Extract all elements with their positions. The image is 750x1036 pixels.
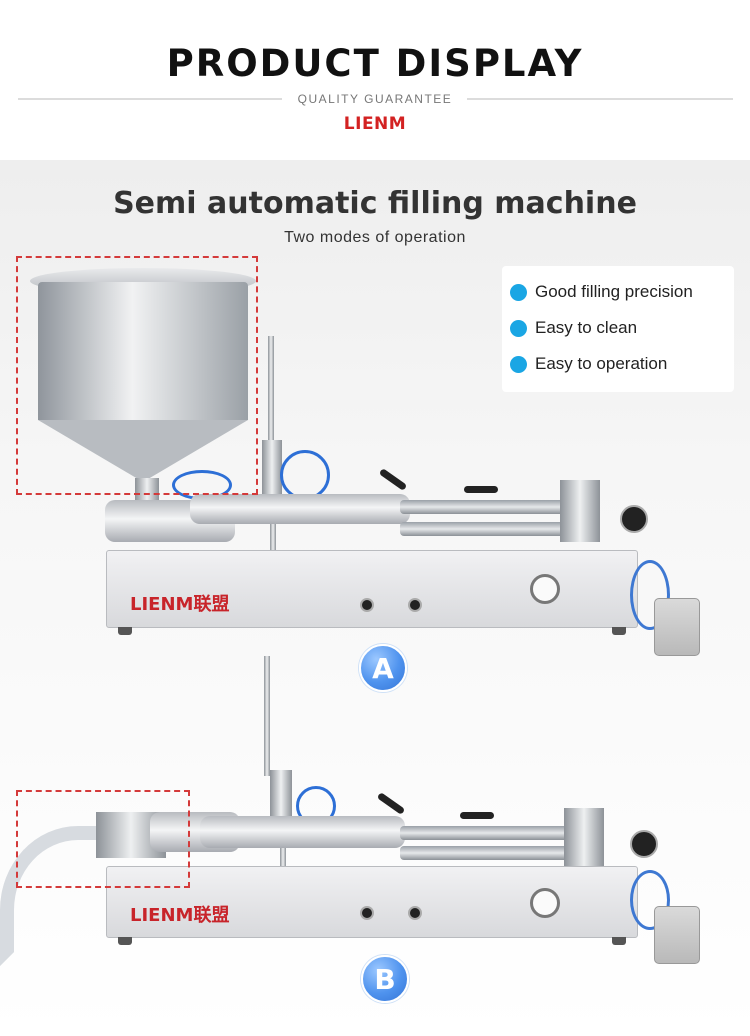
control-knob (360, 906, 374, 920)
base-logo: LIENM联盟 (130, 905, 230, 926)
feature-item: Easy to operation (510, 353, 667, 375)
inlet-highlight (16, 790, 190, 888)
header: PRODUCT DISPLAY QUALITY GUARANTEE LIENM (0, 0, 750, 160)
pressure-gauge-icon (530, 888, 560, 918)
nozzle-rod (264, 656, 270, 776)
lock-handle (464, 486, 498, 493)
feature-text: Easy to clean (535, 318, 638, 337)
page-title: PRODUCT DISPLAY (166, 42, 584, 85)
slide-rail (400, 826, 600, 840)
foot-pedal-icon (654, 598, 700, 656)
cylinder-piston (200, 816, 405, 848)
air-tube (280, 450, 330, 500)
feature-item: Easy to clean (510, 317, 637, 339)
pedal-cable (630, 870, 670, 930)
feature-text: Good filling precision (535, 282, 693, 301)
bullet-icon (510, 319, 527, 337)
brand-logo: LIENM (343, 114, 407, 134)
feature-list: Good filling precision Easy to clean Eas… (502, 266, 734, 392)
pressure-gauge-icon (530, 574, 560, 604)
mode-badge-a: A (359, 644, 407, 692)
bullet-icon (510, 283, 527, 301)
end-block (560, 480, 600, 542)
end-block (564, 808, 604, 868)
handwheel-icon (630, 830, 658, 858)
page-subtitle: QUALITY GUARANTEE (297, 92, 453, 106)
cylinder-piston (190, 494, 410, 524)
nozzle-rod (268, 336, 274, 476)
handwheel-icon (620, 505, 648, 533)
foot (612, 937, 626, 945)
bullet-icon (510, 355, 527, 373)
foot (118, 627, 132, 635)
control-knob (408, 598, 422, 612)
control-knob (360, 598, 374, 612)
hopper-highlight (16, 256, 258, 495)
nozzle-head (262, 440, 282, 498)
divider-left (18, 98, 282, 100)
control-knob (408, 906, 422, 920)
feature-item: Good filling precision (510, 281, 693, 303)
pedal-cable (630, 560, 670, 630)
slide-rail (400, 500, 600, 514)
hopper-body (38, 282, 248, 420)
slide-rail-2 (400, 522, 600, 536)
base-logo: LIENM联盟 (130, 594, 230, 615)
slide-rail-2 (400, 846, 600, 860)
foot (118, 937, 132, 945)
feature-text: Easy to operation (535, 354, 668, 373)
lock-handle (460, 812, 494, 819)
divider-right (467, 98, 733, 100)
section-subtitle: Two modes of operation (284, 229, 466, 246)
mode-badge-b: B (361, 955, 409, 1003)
foot-pedal-icon (654, 906, 700, 964)
foot (612, 627, 626, 635)
section-title: Semi automatic filling machine (113, 186, 637, 221)
